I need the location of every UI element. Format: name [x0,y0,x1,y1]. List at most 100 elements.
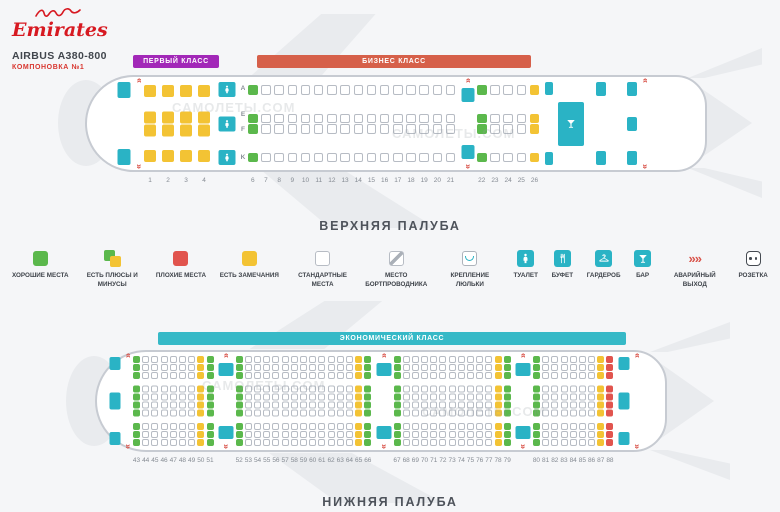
seat-standard [188,385,196,393]
seat-standard [272,409,280,417]
seat-standard [169,356,177,363]
row-number: 1 [148,177,152,184]
seat-standard [300,364,307,371]
emergency-exit-icon: » [631,352,642,359]
seat-standard [318,439,326,446]
row-number: 45 [151,457,159,464]
seat-standard [300,385,307,393]
seat-standard [309,385,317,393]
seat-standard [411,393,419,401]
seat-standard [448,409,456,417]
seat-standard [490,152,500,162]
seat-standard [327,431,335,438]
seat-bad [606,393,614,401]
seat-standard [281,439,289,446]
seat-standard [281,401,289,409]
seat-row-54: 54 [254,352,262,464]
seat-standard [151,385,159,393]
seat-standard [178,431,186,438]
seat-standard [254,439,262,446]
seat-standard [263,364,271,371]
seat-standard [490,85,500,95]
toilet-block [376,426,391,439]
row-number: 77 [485,457,493,464]
seat-standard [551,409,559,417]
seat-caution [180,124,192,136]
seat-good [133,409,140,417]
seat-standard [476,385,484,393]
seat-standard [588,372,596,379]
seat-standard [448,401,456,409]
row-number: 46 [160,457,168,464]
seat-standard [327,409,335,417]
seat-standard [448,423,456,430]
seat-good [235,423,243,430]
seat-good [235,385,243,393]
row-number: 54 [253,457,262,464]
legend-item-mixed-seat: ЕСТЬ ПЛЮСЫ И МИНУСЫ [82,249,142,289]
seat-standard [188,423,196,430]
seat-good [503,423,511,430]
seat-standard [551,423,559,430]
row-number: 75 [466,457,475,464]
row-number: 47 [169,457,177,464]
seat-standard [169,372,177,379]
legend-label: БУФЕТ [551,272,574,279]
seat-row-64: 64 [345,352,353,464]
seat-standard [318,431,326,438]
seat-standard [142,356,150,363]
seat-good [503,364,511,371]
seat-standard [485,356,493,363]
seat-standard [588,409,596,417]
seat-standard [457,364,465,371]
seat-bad [606,409,614,417]
seat-caution [180,111,192,123]
row-number: 72 [439,457,447,464]
seat-standard [151,372,159,379]
row-number: 52 [235,457,243,464]
emirates-logo-text: Emirates [12,19,108,41]
seat-standard [560,423,568,430]
seat-standard [353,124,363,134]
emergency-exit-icon: » [134,163,144,170]
seat-row-72: 72 [439,352,447,464]
seat-standard [169,431,177,438]
seat-standard [542,439,550,446]
seat-standard [327,385,335,393]
seat-standard [353,85,363,95]
seat-standard [485,401,493,409]
seat-standard [290,385,298,393]
seat-standard [340,85,350,95]
seat-bad [606,431,614,438]
legend-item-bassinet: КРЕПЛЕНИЕ ЛЮЛЬКИ [440,249,500,289]
seat-standard [448,364,456,371]
seat-standard [457,409,465,417]
seat-bad [606,372,614,379]
seat-standard [476,409,484,417]
seat-standard [274,152,284,162]
row-number: 84 [569,457,577,464]
seat-caution [355,401,363,409]
seat-caution [162,150,174,162]
seat-good [133,393,140,401]
emergency-exit-icon: » [517,352,528,359]
seat-standard [160,356,168,363]
seat-standard [300,85,311,95]
row-number: 58 [290,457,298,464]
seat-standard [402,423,410,430]
seat-caution [162,124,174,136]
seat-good [206,356,214,363]
seat-row-19: 19 [419,77,429,184]
seat-standard [402,372,410,379]
seat-standard [272,385,280,393]
seat-standard [439,423,447,430]
seat-standard [345,364,353,371]
seat-standard [345,439,353,446]
column-letter: K [240,153,246,161]
seat-standard [430,372,438,379]
seat-standard [588,356,596,363]
row-number: 49 [188,457,196,464]
seat-good [364,372,372,379]
seat-standard [457,423,465,430]
seat-standard [421,439,429,446]
